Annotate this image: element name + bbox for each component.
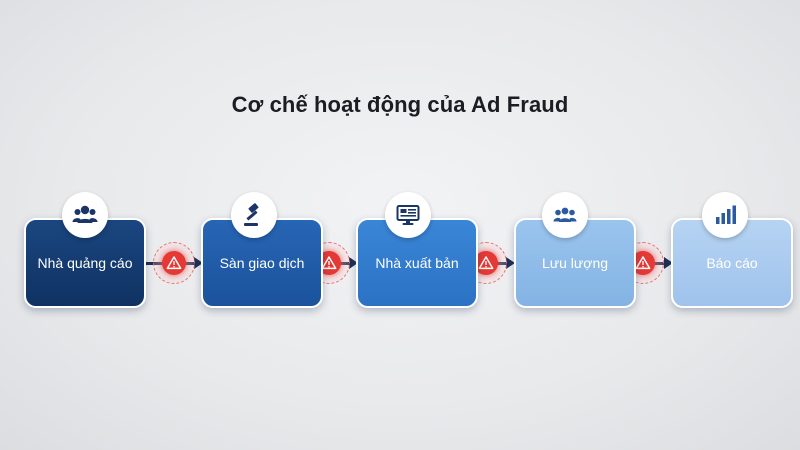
node-label: Nhà xuất bản bbox=[375, 255, 459, 271]
connector-arrowhead bbox=[664, 257, 673, 269]
node-label: Báo cáo bbox=[706, 255, 758, 271]
monitor-icon bbox=[385, 192, 431, 238]
warning-icon bbox=[162, 251, 186, 275]
diagram-title: Cơ chế hoạt động của Ad Fraud bbox=[231, 92, 569, 117]
connector-arrowhead bbox=[349, 257, 358, 269]
node-label: Nhà quảng cáo bbox=[37, 255, 133, 271]
connector-arrowhead bbox=[194, 257, 203, 269]
node-label: Sàn giao dịch bbox=[219, 255, 305, 271]
group-icon bbox=[542, 192, 588, 238]
connector-arrowhead bbox=[506, 257, 515, 269]
gavel-icon bbox=[231, 192, 277, 238]
warning-icon bbox=[474, 251, 498, 275]
flow-node-advertiser: Nhà quảng cáo bbox=[24, 218, 146, 308]
node-label: Lưu lượng bbox=[541, 255, 609, 271]
people-icon bbox=[62, 192, 108, 238]
bar-chart-icon bbox=[702, 192, 748, 238]
